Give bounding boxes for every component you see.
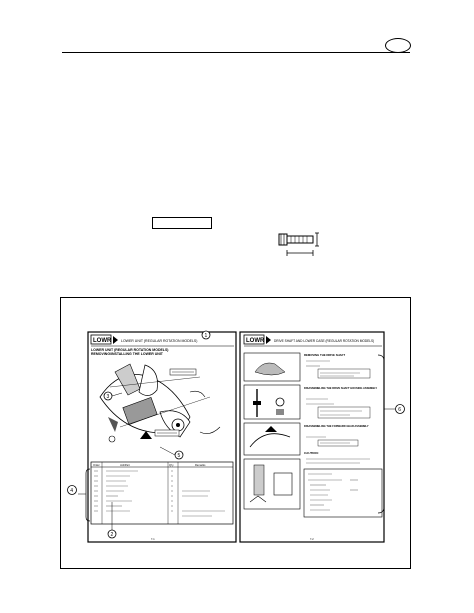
left-subtitle-1: LOWER UNIT (REGULAR ROTATION MODELS) [91,348,168,352]
callout-5: 5 [178,453,181,459]
callout-3: 3 [107,394,110,400]
callout-4: 4 [70,488,73,494]
bolt-icon [278,232,319,256]
table-header-remarks: Remarks [195,463,206,467]
label-box [152,217,212,229]
right-tab-label: LOWR [246,338,265,344]
left-tab-label: LOWR [93,338,112,344]
left-page: LOWR LOWER UNIT (REGULAR ROTATION MODELS… [67,330,237,543]
callout-2: 2 [111,532,114,538]
caution-label: CAUTION: [304,451,319,455]
callout-1: 1 [205,333,208,339]
manual-spread-illustration: LOWR LOWER UNIT (REGULAR ROTATION MODELS… [67,330,405,543]
section-disassembling: DISASSEMBLING THE DRIVE SHAFT HOUSING AS… [304,386,377,390]
table-header-order: Order [93,463,100,467]
table-header-qty: Q'ty [169,463,174,467]
callout-6-right: 6 [398,407,401,413]
right-page: LOWR DRIVE SHAFT AND LOWER CASE (REGULAR… [239,331,405,543]
left-exploded-drawing [99,363,221,443]
right-chapter-title: DRIVE SHAFT AND LOWER CASE (REGULAR ROTA… [274,339,374,343]
section-removing: REMOVING THE DRIVE SHAFT [304,353,345,357]
page-marker-oval [385,38,411,53]
right-figures [243,352,301,510]
right-text-column: REMOVING THE DRIVE SHAFT DISASSEMBLING T… [303,353,383,518]
left-footer-page: 7-1 [151,538,155,541]
header-rule [62,52,410,53]
left-parts-table: Order Job/Part Q'ty Remarks [90,461,234,525]
section-forward-gear: DISASSEMBLING THE FORWARD GEAR ASSEMBLY [304,424,369,428]
left-chapter-title: LOWER UNIT (REGULAR ROTATION MODELS) [121,339,197,343]
left-subtitle-2: REMOVING/INSTALLING THE LOWER UNIT [91,352,164,356]
right-footer-page: 7-2 [310,538,314,541]
table-header-part: Job/Part [120,463,130,467]
